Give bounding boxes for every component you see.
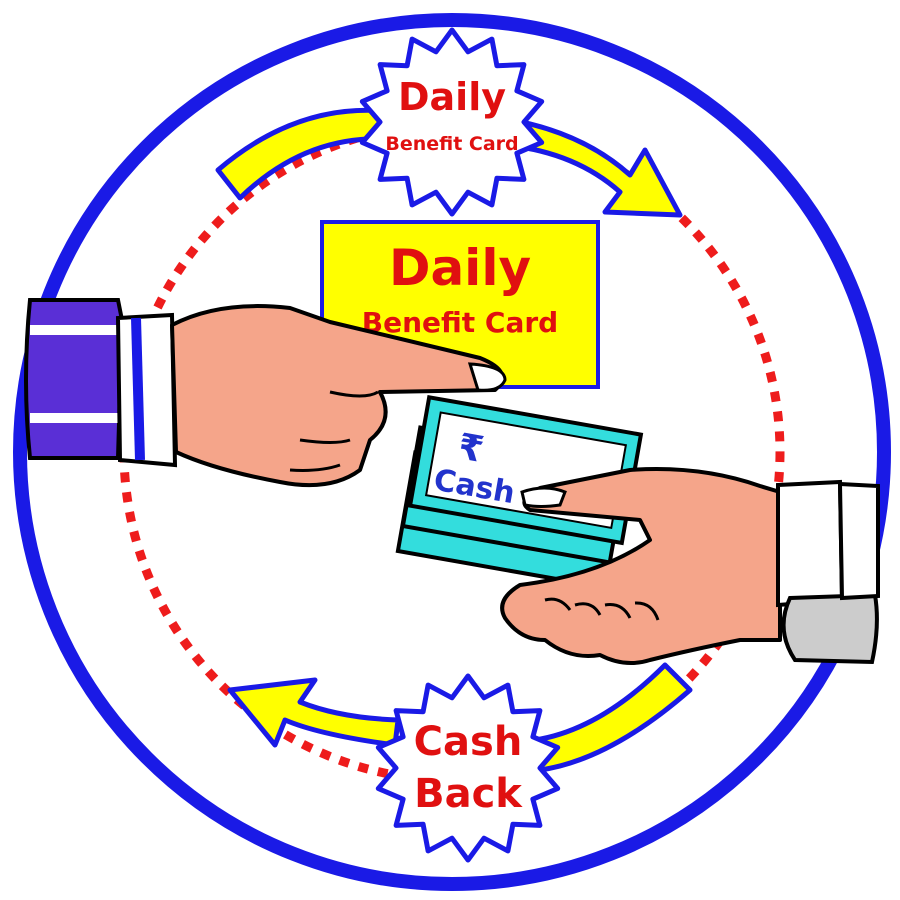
right-cuff — [776, 479, 845, 608]
bottom-badge-line1: Cash — [414, 719, 523, 765]
top-badge-line1: Daily — [398, 75, 506, 119]
bottom-badge-line2: Back — [414, 771, 523, 817]
top-badge-line2: Benefit Card — [385, 133, 518, 155]
left-shirt-cuff-stripe — [30, 325, 118, 423]
card-line2: Benefit Card — [362, 306, 558, 339]
left-hand-palm — [170, 304, 505, 488]
bottom-badge-star — [375, 673, 561, 863]
top-badge-star — [359, 27, 545, 217]
top-badge: Daily Benefit Card — [359, 27, 545, 217]
card-line1: Daily — [389, 239, 531, 297]
bottom-badge: Cash Back — [375, 673, 561, 863]
right-sleeve — [781, 592, 879, 665]
left-hand — [24, 298, 507, 488]
left-cuff — [115, 312, 178, 468]
left-sleeve — [24, 298, 125, 460]
right-hand — [500, 467, 880, 666]
